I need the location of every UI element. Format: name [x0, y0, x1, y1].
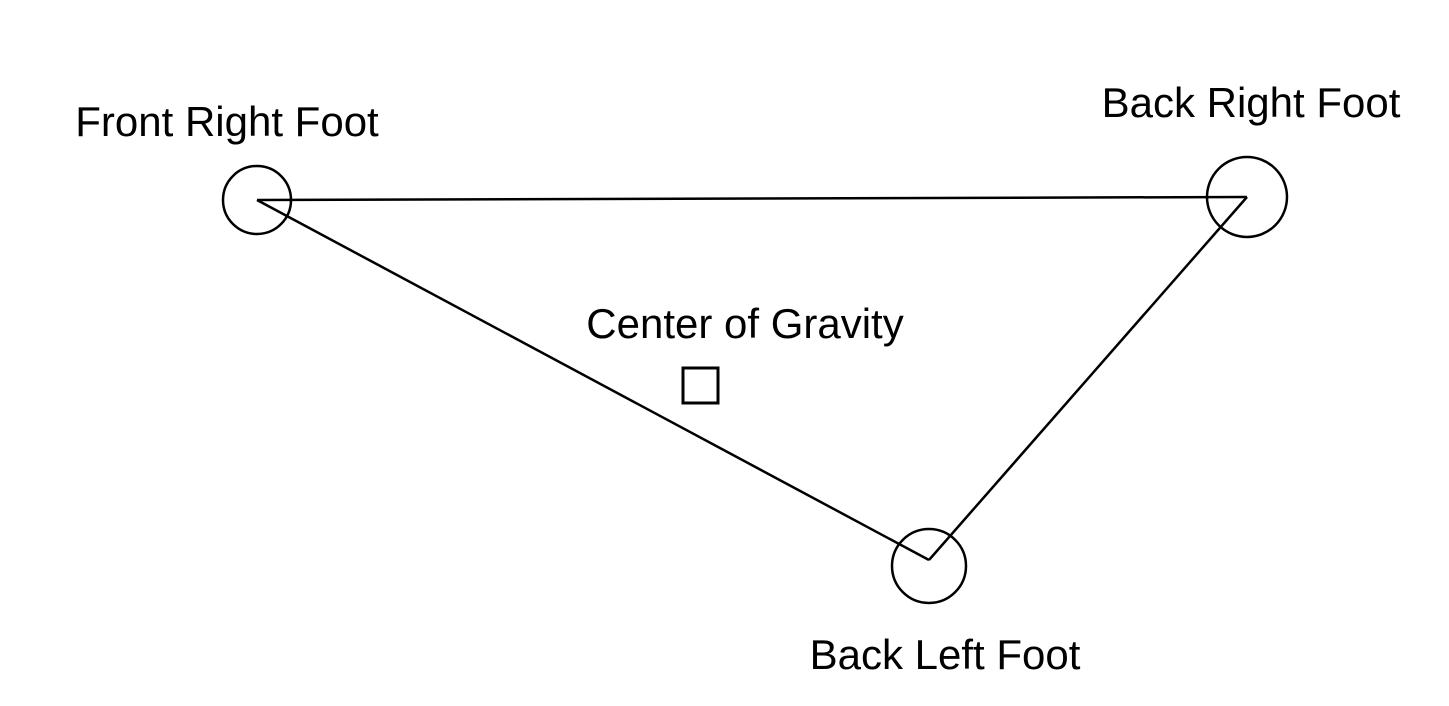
- edge-front-right-to-back-right: [256, 195, 1248, 202]
- node-front-right-foot: [221, 164, 293, 236]
- label-back-right-foot: Back Right Foot: [1102, 79, 1401, 126]
- center-of-gravity-marker: [681, 366, 720, 405]
- edge-front-right-to-back-left: [256, 198, 930, 562]
- edge-back-left-to-back-right: [928, 196, 1248, 561]
- label-center-of-gravity: Center of Gravity: [586, 300, 903, 347]
- label-front-right-foot: Front Right Foot: [75, 98, 379, 145]
- label-back-left-foot: Back Left Foot: [810, 631, 1081, 678]
- node-back-left-foot: [890, 527, 968, 605]
- node-back-right-foot: [1205, 155, 1289, 239]
